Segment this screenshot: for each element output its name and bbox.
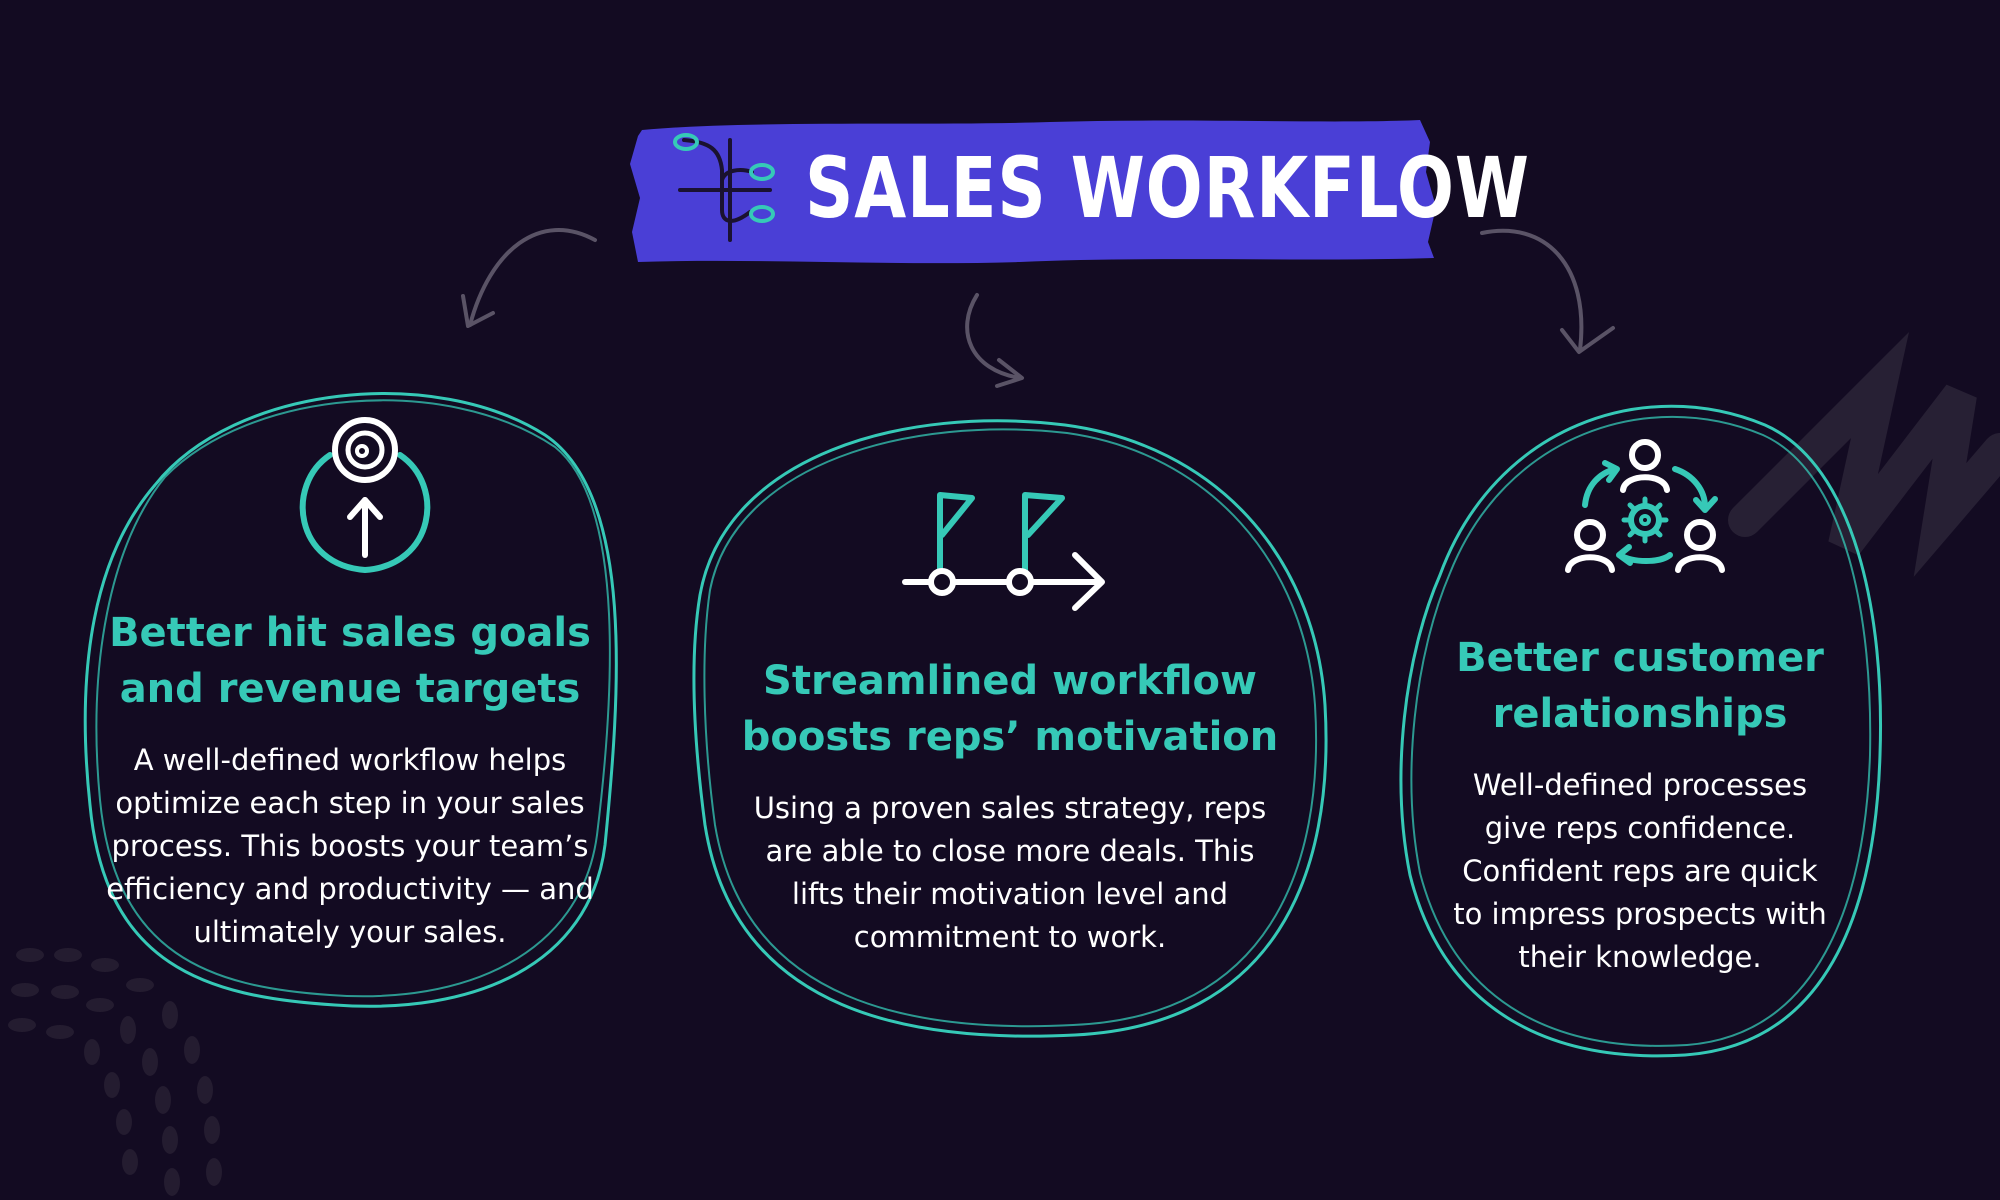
arrow-to-card-1-icon	[461, 228, 597, 328]
card-sales-goals: Better hit sales goals and revenue targe…	[75, 365, 625, 1025]
dotted-arc-decoration	[8, 948, 222, 1196]
arrow-to-card-2-icon	[965, 293, 1024, 388]
card-heading: Streamlined workflow boosts reps’ motiva…	[741, 658, 1279, 760]
card-outline	[692, 419, 1328, 1038]
title-banner	[630, 120, 1436, 264]
page-title: SALES WORKFLOW	[805, 139, 1530, 237]
card-heading: Better hit sales goals and revenue targe…	[109, 610, 591, 712]
flags-timeline-icon	[902, 492, 1105, 611]
card-outline	[1399, 404, 1882, 1058]
card-body: A well-defined workflow helps optimize e…	[106, 743, 594, 949]
card-heading: Better customer relationships	[1456, 635, 1824, 737]
brush-scribble-decoration	[1728, 331, 2000, 577]
team-cycle-gear-icon	[1565, 439, 1725, 573]
card-customer-relationships: Better customer relationships Well-defin…	[1385, 375, 1895, 1065]
card-body: Using a proven sales strategy, reps are …	[753, 791, 1267, 954]
card-body: Well-defined processes give reps confide…	[1453, 768, 1827, 974]
arrow-to-card-3-icon	[1480, 228, 1615, 354]
workflow-branch-icon	[673, 133, 775, 242]
card-workflow-motivation: Streamlined workflow boosts reps’ motiva…	[675, 405, 1345, 1045]
target-arrow-up-icon	[299, 417, 431, 573]
card-outline	[83, 392, 618, 1008]
